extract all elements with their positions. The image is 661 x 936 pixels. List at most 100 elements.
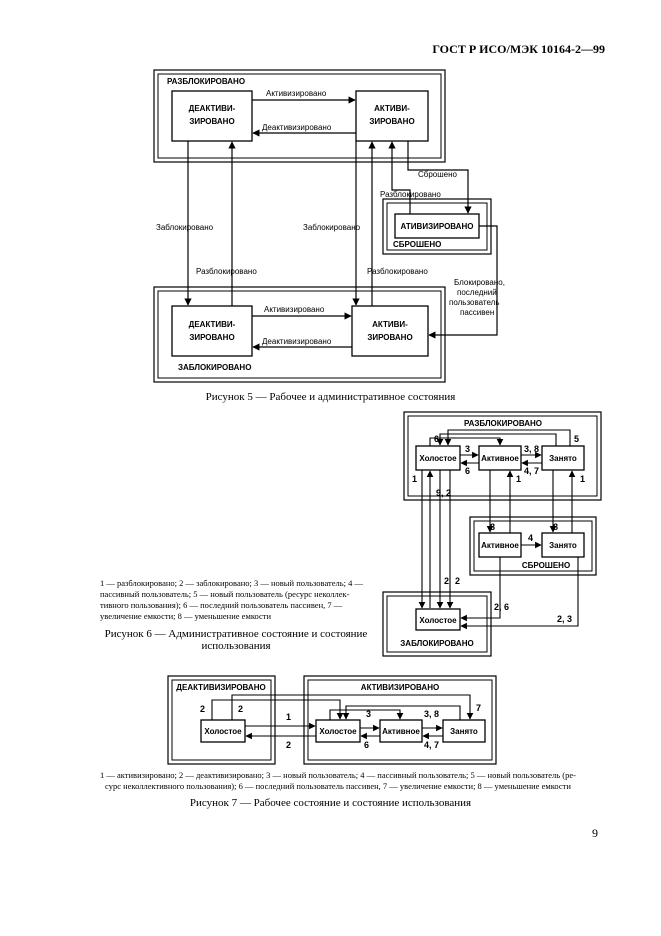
fig6-num: 2 [444, 576, 449, 586]
legend-line: 1 — активизировано; 2 — деактивизировано… [100, 770, 576, 780]
arrow-blocked-right: Заблокировано [303, 223, 361, 232]
fig7-activated-label: АКТИВИЗИРОВАНО [361, 683, 439, 692]
fig7-busy-box [442, 719, 486, 743]
fig6-locked-idle-label: Холостое [419, 616, 457, 625]
fig5-unlocked-label: РАЗБЛОКИРОВАНО [167, 77, 245, 86]
fig6-idle-box [415, 445, 461, 471]
fig6-reset-busy-label: Занято [549, 541, 577, 550]
figure-7-labels: ДЕАКТИВИЗИРОВАНО АКТИВИЗИРОВАНО Холостое… [176, 683, 481, 750]
fig7-activated-outer [303, 675, 497, 765]
arrow-activated-top: Активизировано [266, 89, 327, 98]
unlocked-frame-inner [157, 73, 442, 159]
fig6-num: 2, 6 [494, 602, 509, 612]
fig7-idle-label: Холостое [319, 727, 357, 736]
fig7-idle-box-left [200, 719, 246, 743]
deactivated-box-bottom [171, 305, 253, 357]
fig7-idle-box [315, 719, 361, 743]
fig6-locked-outer [382, 591, 492, 657]
act-top-l1: АКТИВИ- [374, 104, 410, 113]
fig6-num: 6 [434, 434, 439, 444]
fig7-num: 3 [366, 709, 371, 719]
fig6-num: 9, 2 [436, 488, 451, 498]
deact-top-l1: ДЕАКТИВИ- [189, 104, 236, 113]
figure-7-caption: Рисунок 7 — Рабочее состояние и состояни… [189, 797, 472, 809]
fig6-num: 8 [490, 522, 495, 532]
act-top-l2: ЗИРОВАНО [369, 117, 414, 126]
block-note-l2: последний [457, 288, 497, 297]
figure-6-labels: РАЗБЛОКИРОВАНО СБРОШЕНО ЗАБЛОКИРОВАНО Хо… [400, 419, 585, 648]
fig5-locked-label: ЗАБЛОКИРОВАНО [178, 363, 251, 372]
fig6-num: 2 [455, 576, 460, 586]
fig6-num: 1 [580, 474, 585, 484]
page-number: 9 [592, 826, 598, 840]
deact-bot-l1: ДЕАКТИВИ- [189, 320, 236, 329]
arrow-reset: Сброшено [418, 170, 458, 179]
fig6-num: 2, 3 [557, 614, 572, 624]
figure-7-legend: 1 — активизировано; 2 — деактивизировано… [38, 770, 638, 792]
fig7-num: 1 [286, 712, 291, 722]
arrow-deactivated-bottom: Деактивизировано [262, 337, 332, 346]
fig5-reset-label: СБРОШЕНО [393, 240, 441, 249]
fig6-num: 5 [574, 434, 579, 444]
fig7-num: 4, 7 [424, 740, 439, 750]
fig6-unlocked-outer [403, 411, 602, 501]
fig6-idle-label: Холостое [419, 454, 457, 463]
deactivated-box-top [171, 90, 253, 142]
caption-line: использования [201, 640, 271, 652]
activated-box-top [355, 90, 429, 142]
figure-6-legend: 1 — разблокировано; 2 — заблокировано; 3… [100, 578, 370, 622]
fig6-num: 8 [553, 522, 558, 532]
fig7-idle-left-label: Холостое [204, 727, 242, 736]
figure-6 [382, 411, 602, 657]
fig7-num: 2 [200, 704, 205, 714]
arrow-blocked-left: Заблокировано [156, 223, 214, 232]
figure-5 [153, 69, 498, 383]
fig6-num: 4, 7 [524, 466, 539, 476]
arrow-unblocked-right: Разблокировано [367, 267, 428, 276]
legend-line: увеличение емкости; 8 — уменьшение емкос… [100, 611, 272, 622]
fig7-active-label: Активное [382, 727, 420, 736]
fig6-num: 3 [465, 444, 470, 454]
fig6-active-box [478, 445, 522, 471]
fig6-reset-active-label: Активное [481, 541, 519, 550]
figure-6-caption: Рисунок 6 — Административное состояние и… [92, 628, 380, 652]
activated-box-bottom [351, 305, 429, 357]
legend-line: тивного пользования); 6 — последний поль… [100, 600, 343, 611]
arrow-unblocked-reset: Разблокировано [380, 190, 441, 199]
fig6-locked-label: ЗАБЛОКИРОВАНО [400, 639, 473, 648]
fig7-num: 2 [238, 704, 243, 714]
legend-line: сурс неколлективного пользования); 6 — п… [105, 781, 571, 792]
fig6-num: 1 [516, 474, 521, 484]
fig7-num: 6 [364, 740, 369, 750]
fig7-active-box [379, 719, 423, 743]
figure-7 [167, 675, 497, 765]
fig6-locked-idle-box [415, 608, 461, 631]
fig6-num: 6 [465, 466, 470, 476]
fig7-busy-label: Занято [450, 727, 478, 736]
fig7-num: 7 [476, 703, 481, 713]
fig6-unlocked-label: РАЗБЛОКИРОВАНО [464, 419, 542, 428]
deact-top-l2: ЗИРОВАНО [189, 117, 234, 126]
fig6-reset-outer [469, 516, 597, 576]
block-note-l3: пользователь [449, 298, 500, 307]
fig6-busy-box [541, 445, 585, 471]
unlocked-frame-outer [153, 69, 446, 163]
fig6-reset-busy-box [541, 532, 585, 558]
deact-bot-l2: ЗИРОВАНО [189, 333, 234, 342]
fig6-num: 4 [528, 533, 533, 543]
fig7-deactivated-label: ДЕАКТИВИЗИРОВАНО [176, 683, 265, 692]
legend-line: 1 — разблокировано; 2 — заблокировано; 3… [100, 578, 363, 588]
arrow-deactivated-top: Деактивизировано [262, 123, 332, 132]
act-bot-l1: АКТИВИ- [372, 320, 408, 329]
document-code: ГОСТ Р ИСО/МЭК 10164-2—99 [432, 42, 605, 56]
fig6-reset-label: СБРОШЕНО [522, 561, 570, 570]
fig6-active-label: Активное [481, 454, 519, 463]
arrow-unblocked-left: Разблокировано [196, 267, 257, 276]
fig6-num: 3, 8 [524, 444, 539, 454]
caption-line: Рисунок 6 — Административное состояние и… [104, 628, 368, 640]
figure-5-labels: РАЗБЛОКИРОВАНО ЗАБЛОКИРОВАНО СБРОШЕНО ДЕ… [156, 77, 505, 372]
block-note-l4: пассивен [460, 308, 494, 317]
fig7-deactivated-outer [167, 675, 276, 765]
fig7-num: 2 [286, 740, 291, 750]
